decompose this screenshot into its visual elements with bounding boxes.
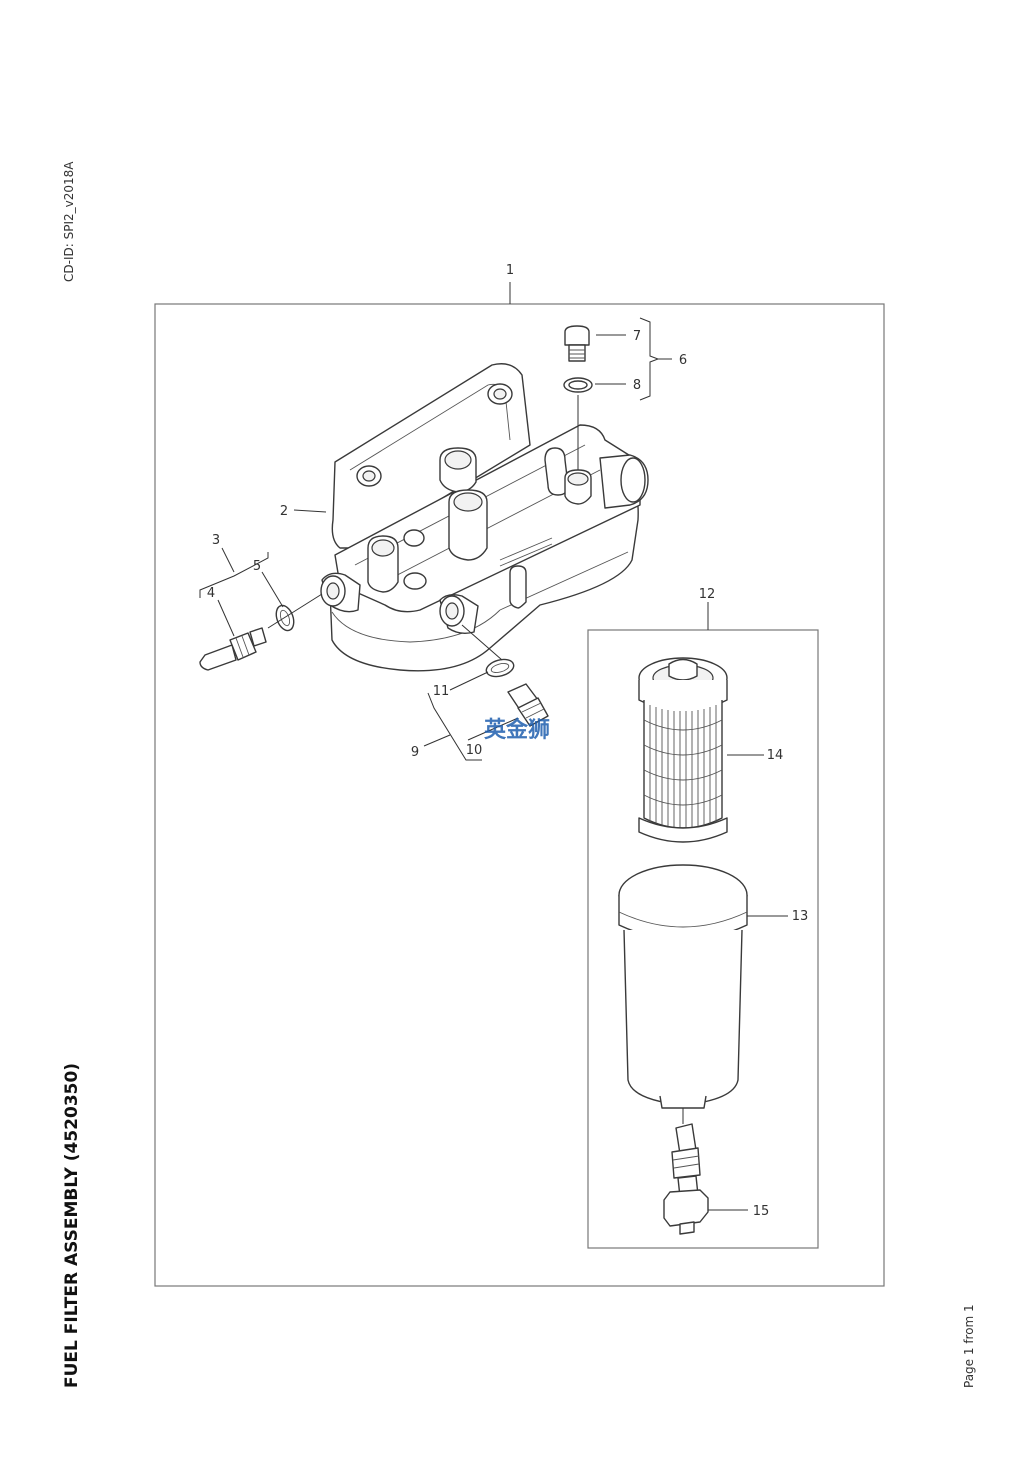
- leader-lines: [199, 282, 788, 1211]
- callout-8: 8: [633, 378, 641, 393]
- callout-10: 10: [466, 743, 483, 758]
- inlet-o-ring-part: [275, 604, 295, 632]
- callout-12: 12: [699, 587, 716, 602]
- drain-valve-part: [663, 1123, 709, 1235]
- watermark-logo: 英金狮: [484, 717, 550, 743]
- outlet-axis: [461, 624, 503, 661]
- callout-11: 11: [433, 684, 450, 699]
- filter-subassembly-frame: [587, 629, 819, 1249]
- inlet-axis: [267, 593, 323, 629]
- callout-15: 15: [753, 1204, 770, 1219]
- outlet-o-ring-part: [485, 658, 515, 678]
- vent-screw-part: [564, 325, 590, 362]
- callout-5: 5: [253, 559, 261, 574]
- vent-washer-part: [563, 377, 593, 393]
- callout-7: 7: [633, 329, 641, 344]
- callout-6: 6: [679, 353, 687, 368]
- filter-bowl-part: [618, 864, 748, 1109]
- callout-14: 14: [767, 748, 784, 763]
- assembly-frame: [154, 303, 885, 1287]
- callout-3: 3: [212, 533, 220, 548]
- callout-4: 4: [207, 586, 215, 601]
- callout-2: 2: [280, 504, 288, 519]
- filter-element-part: [638, 657, 728, 843]
- callout-1: 1: [506, 263, 514, 278]
- callout-numbers: 1 2 3 4 5 6 7 8 9 10 11 12 13 14 15: [207, 263, 808, 1219]
- inlet-connector-part: [199, 627, 267, 671]
- callout-9: 9: [411, 745, 419, 760]
- filter-head-housing: [320, 363, 649, 672]
- callout-13: 13: [792, 909, 809, 924]
- outlet-plug-part: [507, 683, 549, 727]
